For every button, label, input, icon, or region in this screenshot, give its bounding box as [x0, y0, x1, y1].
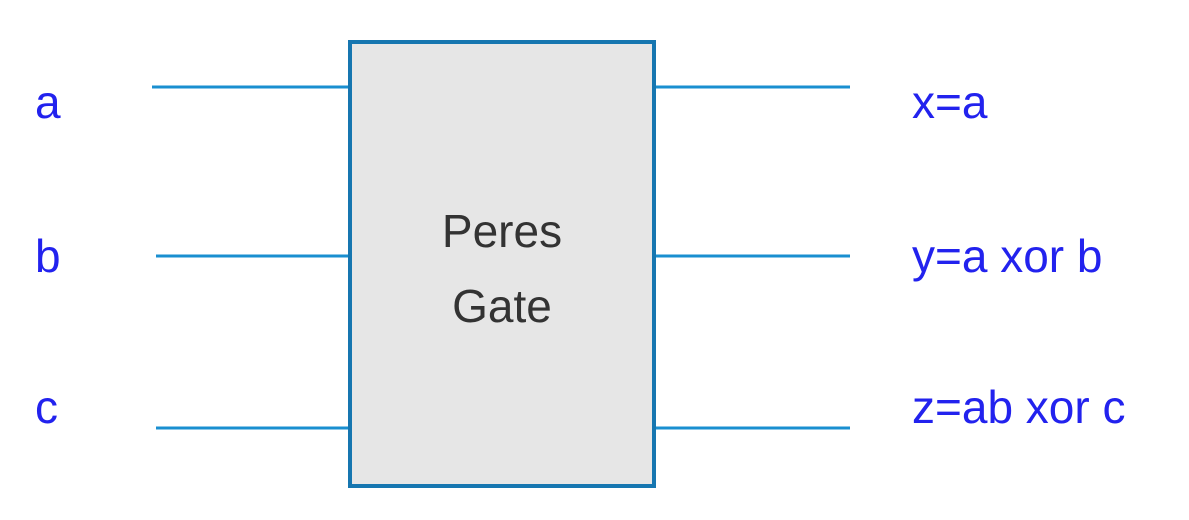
output-label-x: x=a [912, 76, 988, 128]
gate-title-line2: Gate [452, 280, 552, 332]
input-label-c: c [35, 381, 58, 433]
output-label-y: y=a xor b [912, 230, 1103, 282]
gate-title-line1: Peres [442, 205, 562, 257]
input-label-b: b [35, 230, 61, 282]
gate-box [348, 40, 656, 488]
output-label-z: z=ab xor c [912, 381, 1126, 433]
input-label-a: a [35, 76, 61, 128]
